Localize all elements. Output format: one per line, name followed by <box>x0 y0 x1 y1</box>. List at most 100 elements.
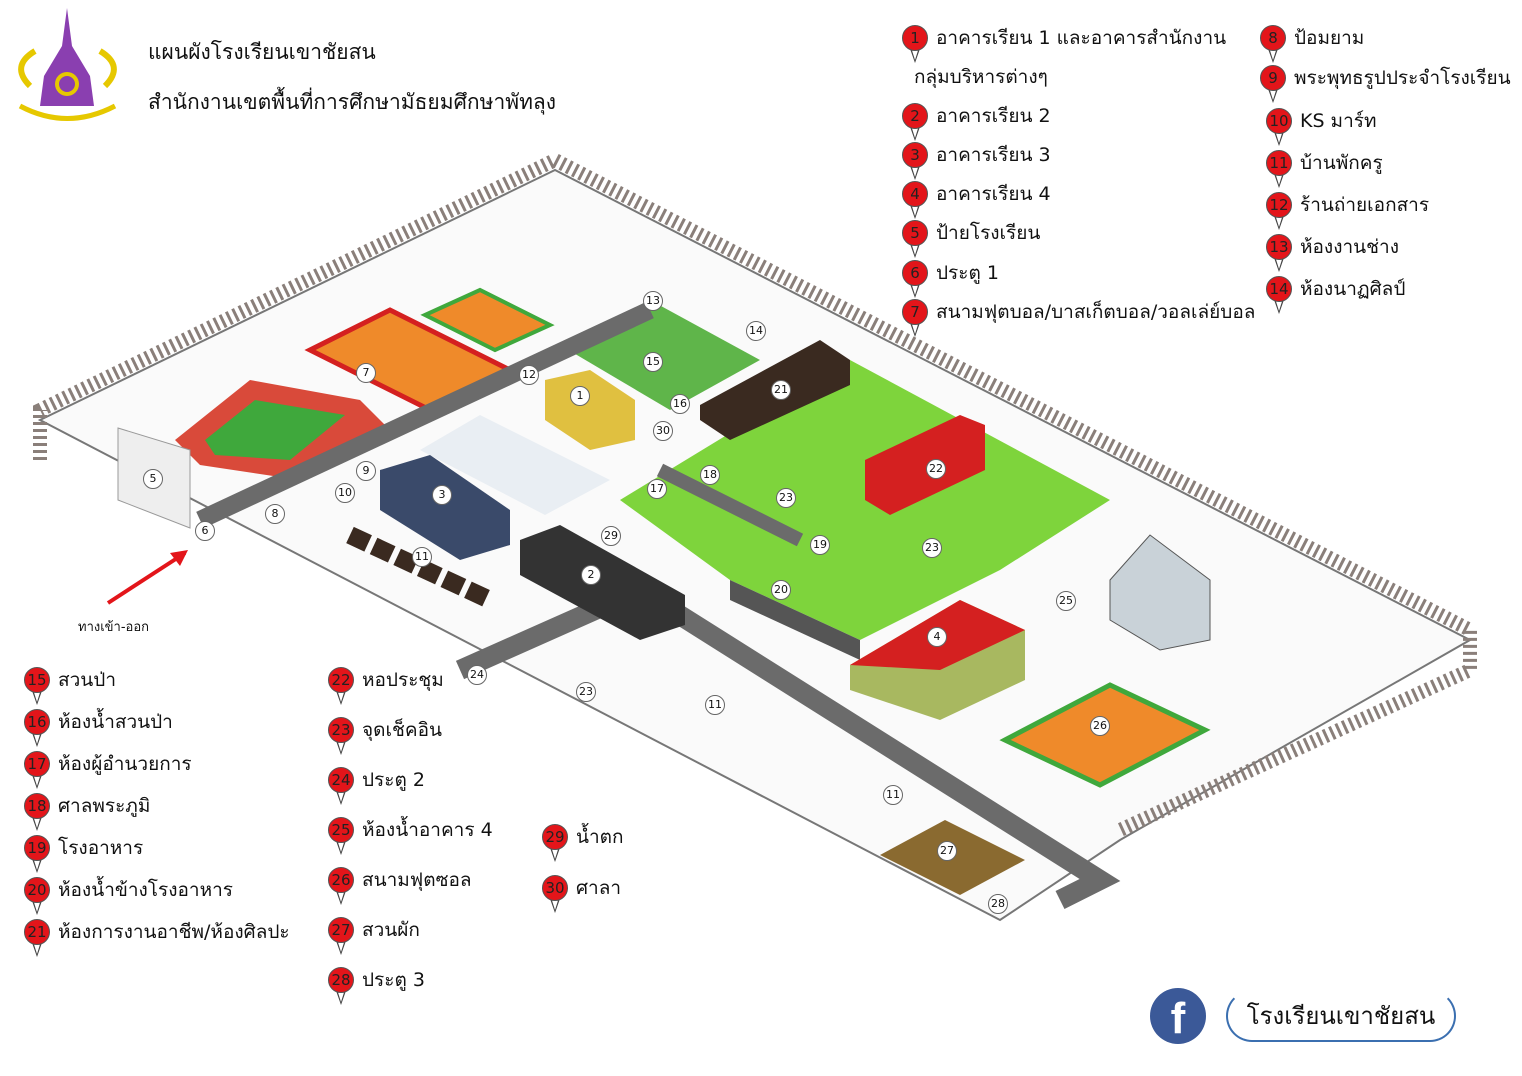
legend-label: ห้องผู้อำนวยการ <box>58 753 192 775</box>
map-marker[interactable]: 4 <box>927 627 947 647</box>
map-marker[interactable]: 13 <box>643 291 663 311</box>
pin-number: 17 <box>24 751 50 777</box>
map-marker[interactable]: 24 <box>467 665 487 685</box>
map-subtitle: สำนักงานเขตพื้นที่การศึกษามัธยมศึกษาพัทล… <box>148 90 557 114</box>
legend-item: 12 ร้านถ่ายเอกสาร <box>1266 192 1429 232</box>
pin-number: 16 <box>24 709 50 735</box>
map-marker[interactable]: 23 <box>776 488 796 508</box>
map-marker[interactable]: 10 <box>335 483 355 503</box>
map-marker[interactable]: 23 <box>576 682 596 702</box>
map-marker[interactable]: 28 <box>988 894 1008 914</box>
map-marker[interactable]: 20 <box>771 580 791 600</box>
entrance-arrow-icon <box>170 550 188 566</box>
legend-item: 15 สวนป่า <box>24 667 116 707</box>
legend-item: 3 อาคารเรียน 3 <box>902 142 1051 182</box>
map-pin-icon: 24 <box>328 767 356 807</box>
legend-item: 17 ห้องผู้อำนวยการ <box>24 751 192 791</box>
map-marker[interactable]: 22 <box>926 459 946 479</box>
map-marker[interactable]: 8 <box>265 504 285 524</box>
pin-number: 7 <box>902 299 928 325</box>
map-marker[interactable]: 7 <box>356 363 376 383</box>
pin-number: 25 <box>328 817 354 843</box>
legend-label: ร้านถ่ายเอกสาร <box>1300 194 1430 216</box>
map-pin-icon: 21 <box>24 919 52 959</box>
pin-number: 30 <box>542 875 568 901</box>
map-pin-icon: 29 <box>542 824 570 864</box>
map-marker[interactable]: 14 <box>746 321 766 341</box>
map-pin-icon: 23 <box>328 717 356 757</box>
entrance-label: ทางเข้า-ออก <box>78 620 150 635</box>
legend-label: ประตู 3 <box>362 969 425 991</box>
facebook-icon[interactable]: f <box>1150 988 1206 1044</box>
map-marker[interactable]: 21 <box>771 380 791 400</box>
map-marker[interactable]: 23 <box>922 538 942 558</box>
map-pin-icon: 10 <box>1266 108 1294 148</box>
map-marker[interactable]: 15 <box>643 352 663 372</box>
facebook-page-name[interactable]: โรงเรียนเขาชัยสน <box>1226 990 1456 1042</box>
map-pin-icon: 2 <box>902 103 930 143</box>
legend-label: ห้องน้ำอาคาร 4 <box>362 819 493 841</box>
map-pin-icon: 13 <box>1266 234 1294 274</box>
pin-number: 10 <box>1266 108 1292 134</box>
map-marker[interactable]: 11 <box>412 547 432 567</box>
pin-number: 12 <box>1266 192 1292 218</box>
map-pin-icon: 1 <box>902 25 930 65</box>
map-marker[interactable]: 17 <box>647 479 667 499</box>
map-marker[interactable]: 19 <box>810 535 830 555</box>
pin-number: 21 <box>24 919 50 945</box>
map-marker[interactable]: 26 <box>1090 716 1110 736</box>
map-marker[interactable]: 18 <box>700 465 720 485</box>
legend-label: ห้องการงานอาชีพ/ห้องศิลปะ <box>58 921 290 943</box>
map-pin-icon: 6 <box>902 260 930 300</box>
map-marker[interactable]: 11 <box>883 785 903 805</box>
fence <box>33 152 1477 837</box>
building-2 <box>520 525 685 640</box>
legend-label: อาคารเรียน 3 <box>936 144 1051 166</box>
map-pin-icon: 14 <box>1266 276 1294 316</box>
pin-number: 4 <box>902 181 928 207</box>
map-marker[interactable]: 1 <box>570 386 590 406</box>
pin-number: 3 <box>902 142 928 168</box>
pin-number: 27 <box>328 917 354 943</box>
map-marker[interactable]: 6 <box>195 521 215 541</box>
map-marker[interactable]: 25 <box>1056 591 1076 611</box>
map-marker[interactable]: 9 <box>356 461 376 481</box>
map-marker[interactable]: 11 <box>705 695 725 715</box>
building-22 <box>865 415 985 515</box>
pin-number: 14 <box>1266 276 1292 302</box>
legend-label: สวนป่า <box>58 669 116 691</box>
map-marker[interactable]: 29 <box>601 526 621 546</box>
legend-label: อาคารเรียน 1 และอาคารสำนักงาน <box>936 27 1227 49</box>
pin-number: 23 <box>328 717 354 743</box>
map-marker[interactable]: 27 <box>937 841 957 861</box>
futsal-court <box>999 682 1211 788</box>
legend-label: ประตู 2 <box>362 769 425 791</box>
legend-label: พระพุทธรูปประจำโรงเรียน <box>1294 67 1511 89</box>
legend-item: 11 บ้านพักครู <box>1266 150 1383 190</box>
building-3 <box>380 455 510 560</box>
map-pin-icon: 15 <box>24 667 52 707</box>
map-marker[interactable]: 2 <box>581 565 601 585</box>
map-pin-icon: 16 <box>24 709 52 749</box>
map-marker[interactable]: 16 <box>670 394 690 414</box>
map-marker[interactable]: 30 <box>653 421 673 441</box>
map-marker[interactable]: 5 <box>143 469 163 489</box>
legend-label: บ้านพักครู <box>1300 152 1383 174</box>
map-marker[interactable]: 3 <box>432 485 452 505</box>
map-marker[interactable]: 12 <box>519 365 539 385</box>
road <box>196 301 654 529</box>
legend-label: โรงอาหาร <box>58 837 144 859</box>
legend-item: 24 ประตู 2 <box>328 767 425 807</box>
pin-number: 13 <box>1266 234 1292 260</box>
map-pin-icon: 11 <box>1266 150 1294 190</box>
